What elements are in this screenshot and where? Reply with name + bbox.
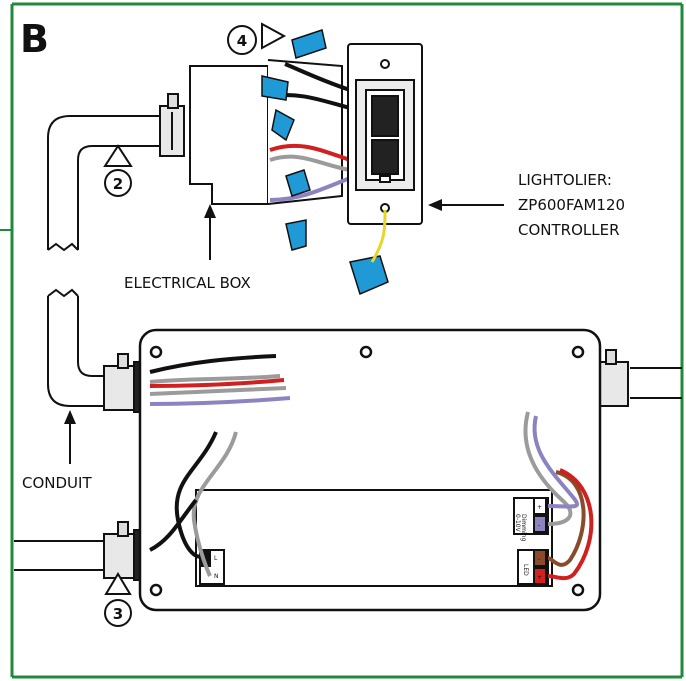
dim-minus: -	[538, 522, 540, 529]
dim-label-2: Dimming	[520, 514, 527, 541]
controller-device	[347, 43, 423, 263]
dim-plus: +	[537, 504, 542, 511]
svg-text:3: 3	[113, 605, 123, 623]
step-2-marker: 2	[103, 144, 133, 197]
panel-letter: B	[20, 17, 49, 61]
led-minus: -	[538, 556, 540, 563]
electrical-box-label: ELECTRICAL BOX	[124, 274, 251, 292]
wire-nut	[261, 75, 289, 101]
wire-nut	[291, 29, 327, 59]
controller-callout: LIGHTOLIER: ZP600FAM120 CONTROLLER	[428, 171, 625, 239]
bottom-left-conduit	[14, 521, 153, 581]
conduit-callout: CONDUIT	[22, 410, 92, 492]
wire-nut	[349, 255, 389, 296]
dim-label: 0-10V	[514, 514, 521, 533]
svg-text:4: 4	[237, 32, 247, 50]
svg-text:2: 2	[113, 175, 123, 193]
line-n: N	[214, 573, 219, 580]
lower-left-conduit	[47, 288, 153, 413]
line-l: L	[214, 555, 218, 562]
controller-label-line2: ZP600FAM120	[518, 196, 625, 214]
controller-label-line3: CONTROLLER	[518, 221, 620, 239]
wire-nut	[285, 169, 311, 197]
enclosure-wires-left	[149, 354, 291, 577]
step-3-marker: 3	[104, 572, 132, 627]
wire-nuts-upper	[261, 29, 389, 296]
led-label: LED	[522, 564, 529, 576]
wire-nut	[271, 108, 295, 142]
conduit-label: CONDUIT	[22, 474, 92, 492]
led-driver	[195, 489, 553, 587]
electrical-box-callout: ELECTRICAL BOX	[124, 204, 251, 292]
controller-label-line1: LIGHTOLIER:	[518, 171, 612, 189]
step-4-marker: 4	[227, 22, 287, 55]
upper-conduit	[47, 93, 185, 252]
led-plus: +	[537, 574, 542, 581]
wire-nut	[285, 219, 307, 251]
enclosure-wires-right	[523, 411, 594, 581]
